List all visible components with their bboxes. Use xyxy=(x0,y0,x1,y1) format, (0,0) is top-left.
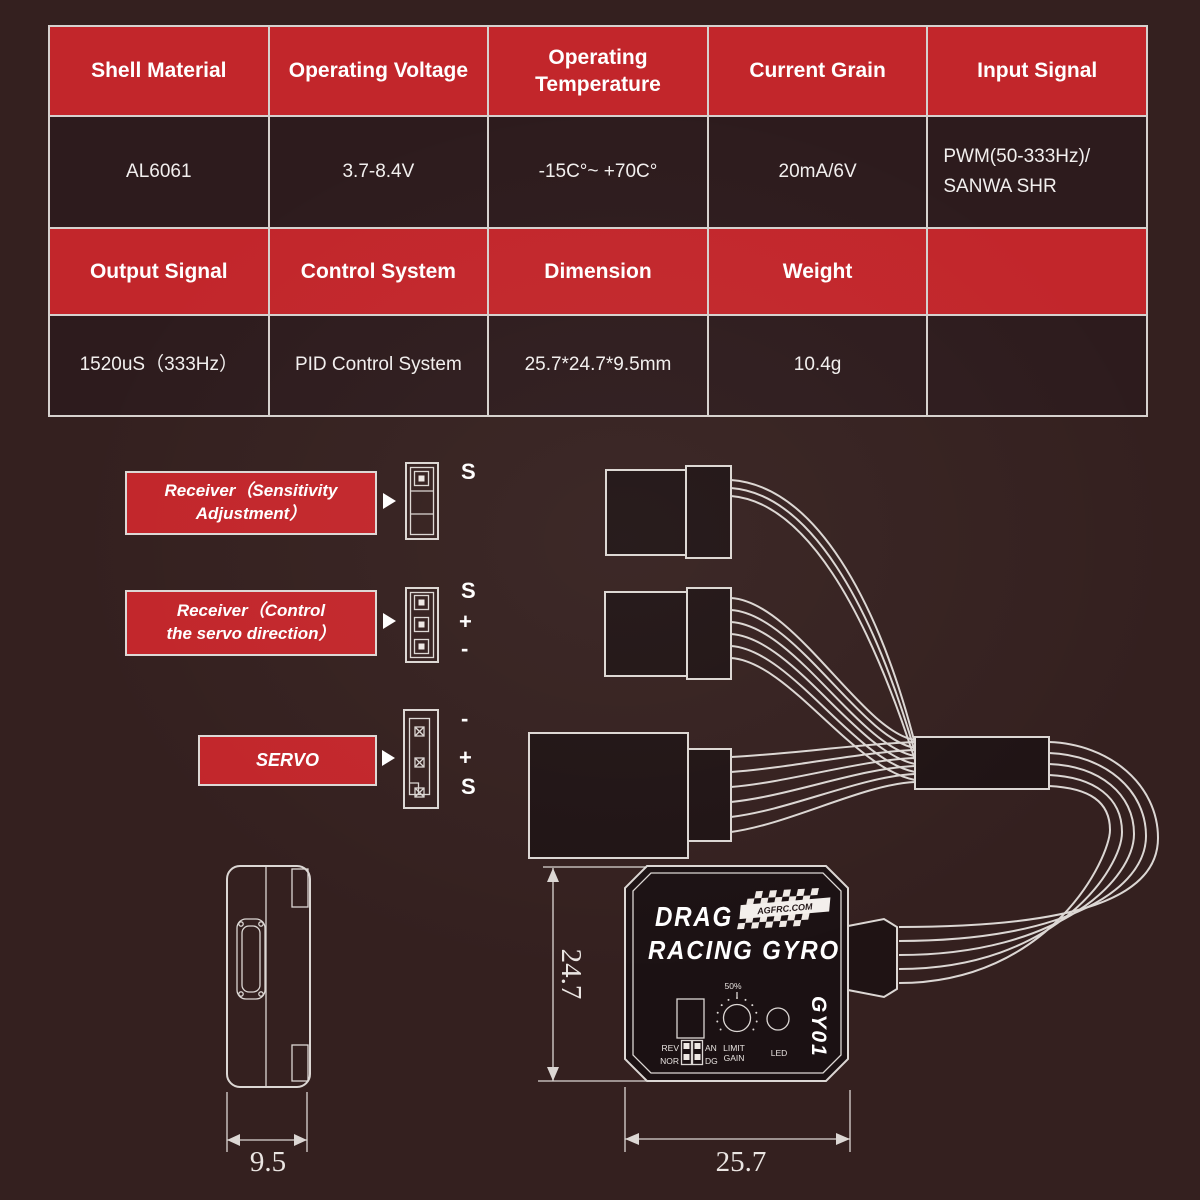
led-indicator xyxy=(766,1007,790,1031)
gyro-side-view xyxy=(226,865,311,1088)
knob-label-gain: GAIN xyxy=(724,1053,745,1063)
gyro-title-line2: RACING GYRO xyxy=(648,935,840,965)
label-line: Receiver（Sensitivity xyxy=(164,481,338,501)
height-value: 24.7 xyxy=(555,949,587,1000)
dimension-height: 24.7 xyxy=(538,866,652,1082)
arrow-right-icon xyxy=(383,493,396,509)
spec-header-row-2: Output Signal Control System Dimension W… xyxy=(48,227,1148,316)
led-label: LED xyxy=(771,1048,788,1058)
spec-header-cell xyxy=(926,227,1148,316)
connector-direction xyxy=(405,587,439,663)
spec-value-cell: 3.7-8.4V xyxy=(267,115,490,229)
gyro-cable-stub xyxy=(847,917,898,999)
label-line: the servo direction） xyxy=(166,624,336,643)
gain-knob: 50% xyxy=(716,981,758,1033)
dimension-depth: 9.5 xyxy=(226,1092,308,1178)
depth-value: 9.5 xyxy=(250,1146,286,1178)
spec-value-cell: PWM(50-333Hz)/ SANWA SHR xyxy=(926,115,1148,229)
switch-label-an: AN xyxy=(705,1043,717,1053)
cable-sleeve xyxy=(898,736,1160,984)
knob-value-label: 50% xyxy=(724,981,741,991)
spec-header-cell: Operating Voltage xyxy=(267,25,490,117)
spec-header-cell: Input Signal xyxy=(926,25,1148,117)
spec-value-cell: 1520uS（333Hz） xyxy=(48,314,270,417)
spec-header-row-1: Shell Material Operating Voltage Operati… xyxy=(48,25,1148,117)
label-receiver-sensitivity: Receiver（Sensitivity Adjustment） xyxy=(125,471,377,535)
plug-direction-lead xyxy=(604,587,916,781)
brand-logo-icon: AGFRC.COM xyxy=(737,887,831,930)
spec-value-cell: 10.4g xyxy=(706,314,929,417)
dip-switches xyxy=(680,1039,704,1066)
connector-servo-plug xyxy=(403,709,439,809)
label-line: Receiver（Control xyxy=(176,601,326,621)
spec-value-cell: -15C°~ +70C° xyxy=(487,115,709,229)
gyro-unit: DRAG RACING GYRO xyxy=(624,865,898,1082)
spec-header-cell: Current Grain xyxy=(706,25,929,117)
arrow-right-icon xyxy=(382,750,395,766)
pin-label-plus: + xyxy=(459,609,472,634)
spec-value-row-1: AL6061 3.7-8.4V -15C°~ +70C° 20mA/6V PWM… xyxy=(48,115,1148,229)
spec-value-cell: 20mA/6V xyxy=(706,115,929,229)
spec-value-cell: 25.7*24.7*9.5mm xyxy=(487,314,709,417)
pin-label-minus: - xyxy=(461,636,469,661)
dimension-width: 25.7 xyxy=(624,1087,851,1178)
switch-label-nor: NOR xyxy=(660,1056,679,1066)
spec-value-row-2: 1520uS（333Hz） PID Control System 25.7*24… xyxy=(48,314,1148,417)
pin-label-plus: + xyxy=(459,745,472,770)
pin-label-minus: - xyxy=(461,706,469,731)
knob-label-limit: LIMIT xyxy=(723,1043,745,1053)
label-servo: SERVO xyxy=(198,735,377,786)
gyro-title-line1: DRAG xyxy=(655,901,733,932)
pin-label-s: S xyxy=(461,774,476,799)
gyro-model: GY01 xyxy=(807,996,830,1058)
spec-value-cell: AL6061 xyxy=(48,115,270,229)
connector-sensitivity xyxy=(405,462,439,540)
spec-header-cell: Shell Material xyxy=(48,25,270,117)
spec-header-cell: Operating Temperature xyxy=(487,25,709,117)
plug-servo-lead xyxy=(528,732,916,859)
spec-table: Shell Material Operating Voltage Operati… xyxy=(48,25,1148,417)
label-line: Adjustment） xyxy=(195,504,307,523)
switch-label-dg: DG xyxy=(705,1056,718,1066)
spec-value-cell xyxy=(926,314,1148,417)
switch-label-rev: REV xyxy=(662,1043,680,1053)
pin-label-s: S xyxy=(461,578,476,603)
width-value: 25.7 xyxy=(716,1146,767,1178)
label-receiver-direction: Receiver（Control the servo direction） xyxy=(125,590,377,656)
spec-value-cell: PID Control System xyxy=(267,314,490,417)
spec-header-cell: Output Signal xyxy=(48,227,270,316)
spec-header-cell: Control System xyxy=(267,227,490,316)
pin-label-s: S xyxy=(461,459,476,484)
arrow-right-icon xyxy=(383,613,396,629)
plug-sensitivity-lead xyxy=(605,465,916,761)
mode-switch-block xyxy=(676,998,705,1039)
brand-text: AGFRC.COM xyxy=(756,901,814,916)
label-line: SERVO xyxy=(255,750,320,771)
spec-header-cell: Weight xyxy=(706,227,929,316)
spec-header-cell: Dimension xyxy=(487,227,709,316)
